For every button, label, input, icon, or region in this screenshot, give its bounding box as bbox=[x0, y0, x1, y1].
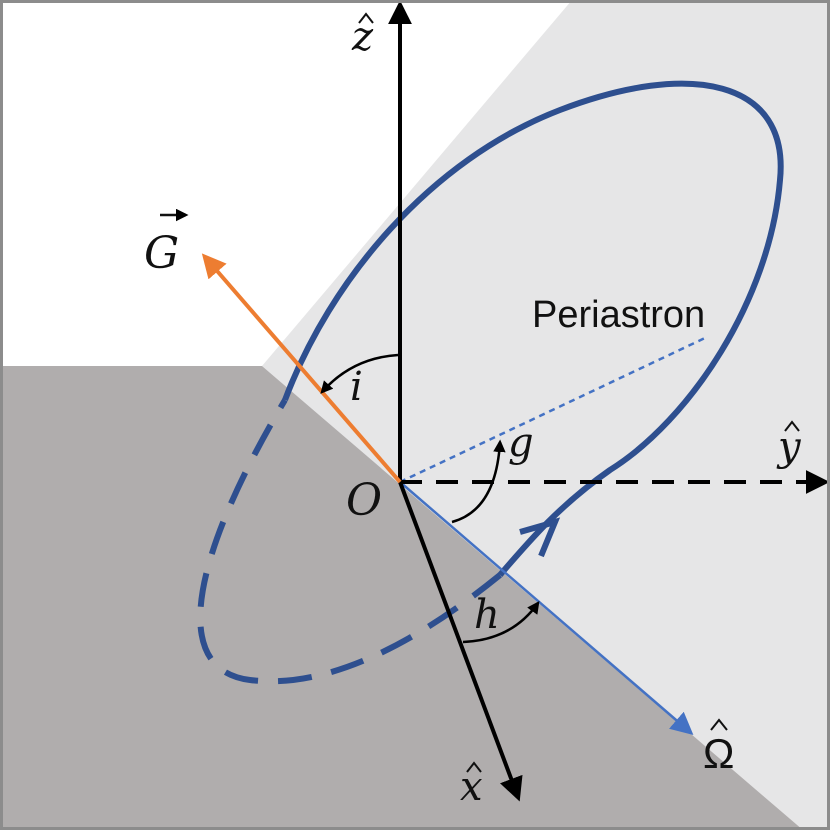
omega-hat-label: Ω bbox=[703, 718, 734, 777]
orbit-dashed bbox=[197, 398, 502, 685]
z-hat-mark bbox=[358, 12, 374, 24]
h-angle-label: h bbox=[474, 592, 500, 638]
orbit-solid bbox=[282, 80, 784, 577]
x-hat-label: x bbox=[460, 761, 483, 810]
g-arc bbox=[451, 439, 506, 524]
svg-text:z: z bbox=[351, 14, 374, 60]
omega-hat-mark bbox=[710, 718, 728, 731]
g-angle-label: g bbox=[508, 420, 534, 466]
orbit-direction-arrow bbox=[519, 517, 561, 558]
x-hat-mark bbox=[466, 761, 482, 773]
node-line bbox=[399, 481, 694, 735]
periastron-label: Periastron bbox=[532, 294, 705, 336]
origin-label: O bbox=[346, 475, 382, 526]
angular-momentum-vector bbox=[201, 253, 402, 484]
y-hat-label: y bbox=[776, 420, 802, 470]
reference-plane-lower bbox=[0, 366, 803, 830]
inclination-arc bbox=[320, 353, 399, 394]
orbital-plane-upper bbox=[262, 0, 830, 830]
svg-text:Ω: Ω bbox=[703, 730, 734, 777]
inclination-label: i bbox=[350, 364, 363, 410]
svg-text:G: G bbox=[144, 228, 179, 279]
g-vector-label: G bbox=[144, 208, 189, 279]
y-hat-mark bbox=[784, 420, 800, 432]
svg-text:x: x bbox=[460, 764, 483, 810]
periastron-line bbox=[399, 336, 706, 484]
h-arc bbox=[462, 600, 540, 644]
svg-text:y: y bbox=[776, 424, 802, 470]
x-axis bbox=[398, 481, 523, 802]
z-hat-label: z bbox=[351, 12, 374, 60]
